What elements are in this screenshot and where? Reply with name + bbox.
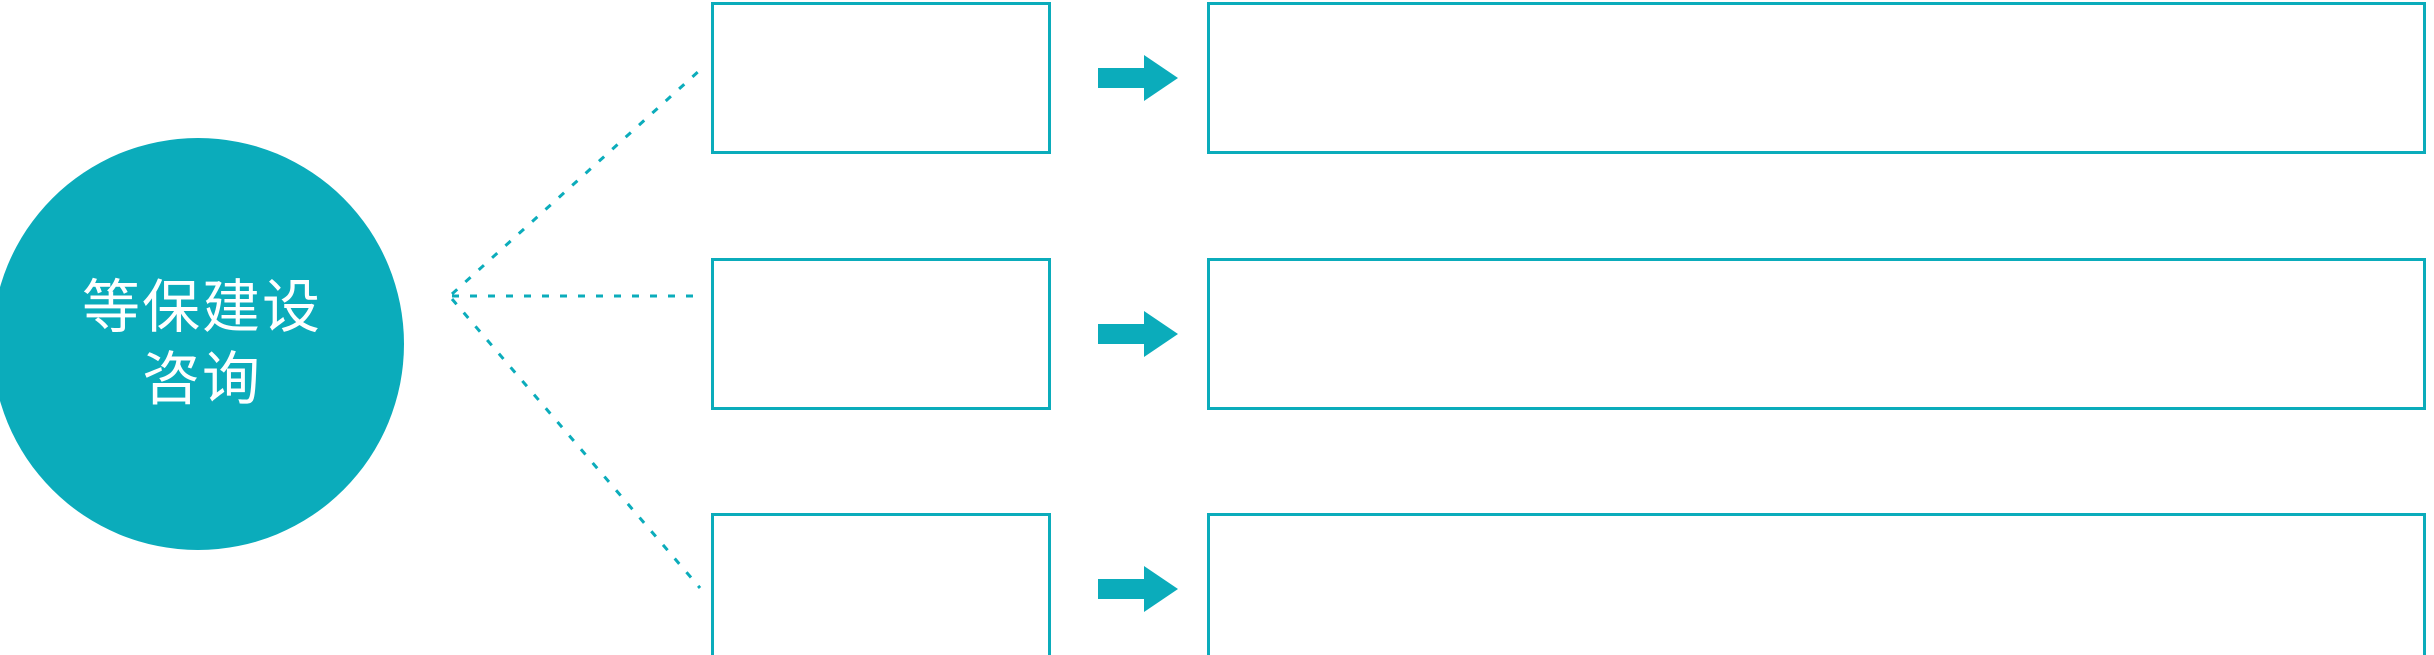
hub-circle[interactable]: 等保建设 咨询	[0, 138, 404, 550]
stage-box[interactable]	[711, 513, 1051, 655]
stage-box[interactable]	[711, 2, 1051, 154]
detail-box[interactable]	[1207, 2, 2426, 154]
arrow-right-icon	[1098, 564, 1178, 614]
detail-box[interactable]	[1207, 258, 2426, 410]
flow-row	[0, 2, 2434, 154]
flow-row	[0, 513, 2434, 655]
hub-title-line-2: 咨询	[141, 347, 262, 412]
hub-title-line-1: 等保建设	[81, 274, 322, 340]
arrow-right-icon	[1098, 53, 1178, 103]
stage-box[interactable]	[711, 258, 1051, 410]
flow-row	[0, 258, 2434, 410]
arrow-right-icon	[1098, 309, 1178, 359]
detail-box[interactable]	[1207, 513, 2426, 655]
